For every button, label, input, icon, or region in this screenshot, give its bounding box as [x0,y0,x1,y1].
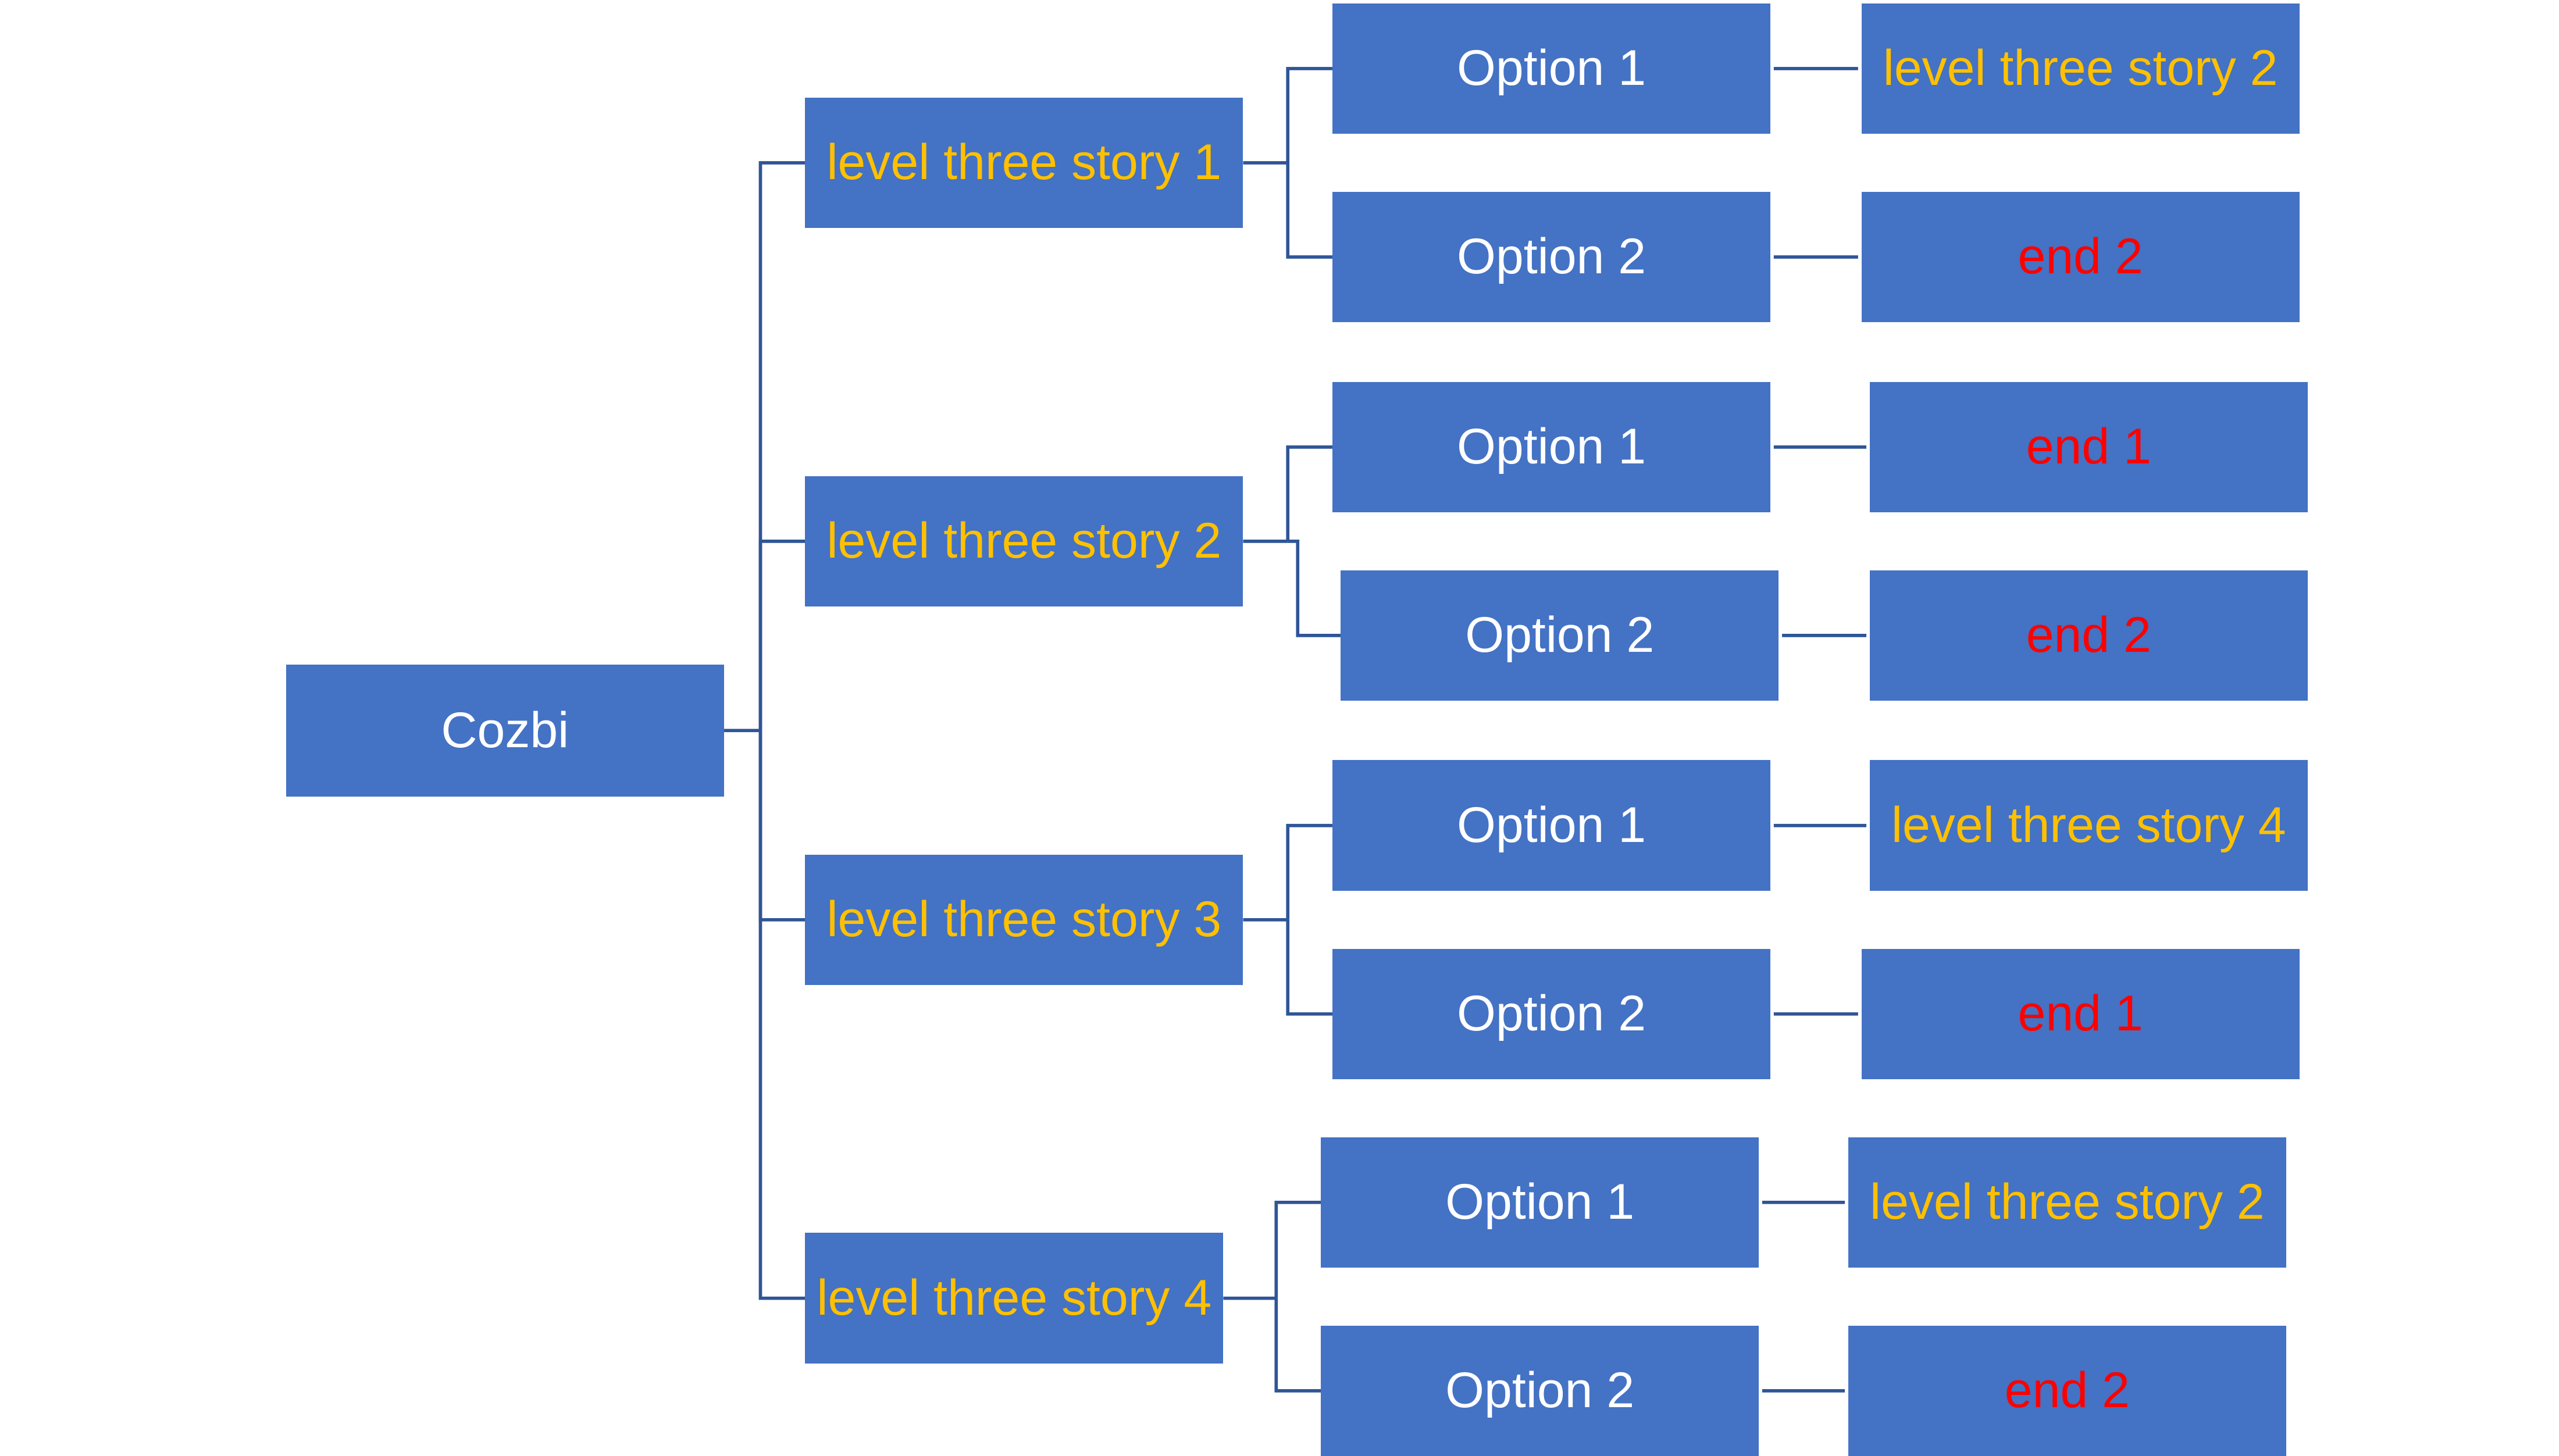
connector-story-3-option-1 [1286,823,1332,920]
connector-story-2-option-1 [1286,445,1332,541]
option-node-4-1: Option 1 [1321,1137,1759,1268]
connector-story-3-option-2 [1286,919,1332,1016]
outcome-node-3-1: level three story 4 [1869,760,2308,891]
outcome-node-2-2: end 2 [1869,570,2308,701]
connector-story-4-option-1 [1274,1200,1321,1298]
option-node-3-1: Option 1 [1332,760,1771,891]
connector-root-story-3 [758,730,806,922]
story-node-2: level three story 2 [805,476,1243,607]
connector-root-story-1 [758,161,806,731]
connector-story-1-option-1 [1286,67,1332,163]
connector-story-4-option-2 [1274,1298,1321,1393]
option-node-4-2: Option 2 [1321,1325,1759,1456]
option-node-3-2: Option 2 [1332,948,1771,1080]
connector-root-story-2 [758,540,806,731]
outcome-node-3-2: end 1 [1861,948,2300,1080]
outcome-node-4-1: level three story 2 [1848,1137,2286,1268]
outcome-node-2-1: end 1 [1869,381,2308,513]
connector-story-1-option-2 [1286,162,1332,259]
story-node-1: level three story 1 [805,97,1243,229]
connector-story-2-option-2 [1288,540,1341,637]
option-node-1-1: Option 1 [1332,3,1771,134]
option-node-1-2: Option 2 [1332,191,1771,323]
story-node-3: level three story 3 [805,854,1243,986]
outcome-node-1-2: end 2 [1861,191,2300,323]
option-node-2-1: Option 1 [1332,381,1771,513]
connector-root-story-4 [758,730,806,1300]
option-node-2-2: Option 2 [1341,570,1779,701]
root-node: Cozbi [286,664,724,797]
outcome-node-1-1: level three story 2 [1861,3,2300,134]
story-node-4: level three story 4 [805,1233,1224,1364]
outcome-node-4-2: end 2 [1848,1325,2286,1456]
